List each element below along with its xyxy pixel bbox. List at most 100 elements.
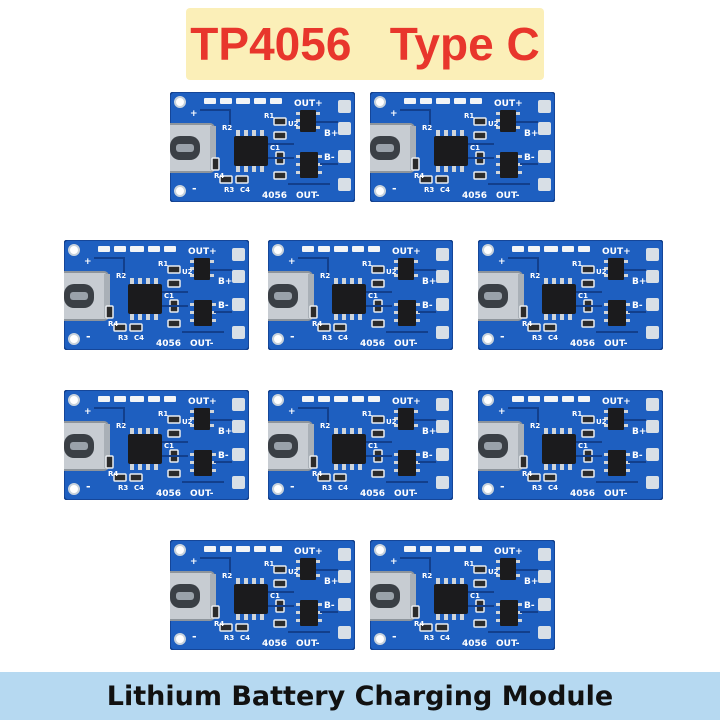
footer-banner: Lithium Battery Charging Module xyxy=(0,672,720,720)
silkscreen-r2: R2 xyxy=(422,124,432,132)
silkscreen-out-plus: OUT+ xyxy=(602,397,631,407)
silkscreen-minus: - xyxy=(392,182,397,195)
silkscreen-r4: R4 xyxy=(312,320,322,328)
silkscreen-minus: - xyxy=(86,480,91,493)
silkscreen-r3: R3 xyxy=(224,186,234,194)
silkscreen-minus: - xyxy=(290,480,295,493)
silkscreen-b-plus: B+ xyxy=(324,129,338,139)
silkscreen-c1: C1 xyxy=(470,592,480,600)
module-board-3: OUT+ B+ B- OUT- 4056 R3 C4 R4 R2 R1 U2 C… xyxy=(64,240,249,350)
silkscreen-c1: C1 xyxy=(368,292,378,300)
silkscreen-r4: R4 xyxy=(108,320,118,328)
silkscreen-c1: C1 xyxy=(270,144,280,152)
silkscreen-b-minus: B- xyxy=(218,301,229,311)
silkscreen-out-plus: OUT+ xyxy=(392,397,421,407)
module-board-6: OUT+ B+ B- OUT- 4056 R3 C4 R4 R2 R1 U2 C… xyxy=(64,390,249,500)
silkscreen-out-minus: OUT- xyxy=(394,339,418,349)
silkscreen-r4: R4 xyxy=(414,620,424,628)
silkscreen-chip: 4056 xyxy=(262,191,287,201)
silkscreen-u2: U2 xyxy=(386,268,397,276)
silkscreen-r1: R1 xyxy=(264,112,274,120)
silkscreen-r1: R1 xyxy=(572,260,582,268)
silkscreen-r3: R3 xyxy=(532,334,542,342)
silkscreen-r4: R4 xyxy=(312,470,322,478)
silkscreen-c4: C4 xyxy=(548,334,558,342)
silkscreen-r4: R4 xyxy=(214,172,224,180)
silkscreen-r1: R1 xyxy=(362,410,372,418)
silkscreen-u2: U2 xyxy=(488,568,499,576)
silkscreen-u2: U2 xyxy=(596,418,607,426)
silkscreen-b-plus: B+ xyxy=(632,277,646,287)
silkscreen-r1: R1 xyxy=(264,560,274,568)
silkscreen-r2: R2 xyxy=(222,572,232,580)
silkscreen-r3: R3 xyxy=(322,334,332,342)
silkscreen-minus: - xyxy=(290,330,295,343)
silkscreen-r1: R1 xyxy=(464,112,474,120)
silkscreen-c1: C1 xyxy=(270,592,280,600)
silkscreen-out-minus: OUT- xyxy=(296,191,320,201)
silkscreen-c4: C4 xyxy=(134,484,144,492)
module-board-1: OUT+ B+ B- OUT- 4056 R3 C4 R4 R2 R1 U2 C… xyxy=(170,92,355,202)
silkscreen-c1: C1 xyxy=(470,144,480,152)
silkscreen-b-minus: B- xyxy=(632,451,643,461)
silkscreen-c1: C1 xyxy=(578,442,588,450)
silkscreen-r4: R4 xyxy=(108,470,118,478)
silkscreen-plus: + xyxy=(190,557,198,567)
silkscreen-b-minus: B- xyxy=(422,451,433,461)
silkscreen-b-minus: B- xyxy=(524,601,535,611)
silkscreen-chip: 4056 xyxy=(462,639,487,649)
silkscreen-c1: C1 xyxy=(368,442,378,450)
silkscreen-r2: R2 xyxy=(530,272,540,280)
silkscreen-b-plus: B+ xyxy=(422,427,436,437)
silkscreen-b-plus: B+ xyxy=(218,277,232,287)
silkscreen-plus: + xyxy=(390,109,398,119)
title-banner: TP4056 Type C xyxy=(186,8,544,80)
silkscreen-plus: + xyxy=(288,257,296,267)
silkscreen-r1: R1 xyxy=(158,260,168,268)
silkscreen-c4: C4 xyxy=(338,334,348,342)
silkscreen-chip: 4056 xyxy=(360,339,385,349)
silkscreen-r2: R2 xyxy=(320,272,330,280)
silkscreen-minus: - xyxy=(192,630,197,643)
silkscreen-chip: 4056 xyxy=(570,339,595,349)
silkscreen-c4: C4 xyxy=(548,484,558,492)
silkscreen-out-minus: OUT- xyxy=(190,339,214,349)
silkscreen-u2: U2 xyxy=(386,418,397,426)
silkscreen-b-plus: B+ xyxy=(422,277,436,287)
silkscreen-chip: 4056 xyxy=(156,339,181,349)
silkscreen-u2: U2 xyxy=(596,268,607,276)
silkscreen-minus: - xyxy=(500,330,505,343)
silkscreen-minus: - xyxy=(192,182,197,195)
silkscreen-u2: U2 xyxy=(288,568,299,576)
silkscreen-r1: R1 xyxy=(572,410,582,418)
silkscreen-b-minus: B- xyxy=(422,301,433,311)
silkscreen-b-plus: B+ xyxy=(524,129,538,139)
silkscreen-out-plus: OUT+ xyxy=(392,247,421,257)
module-board-5: OUT+ B+ B- OUT- 4056 R3 C4 R4 R2 R1 U2 C… xyxy=(478,240,663,350)
silkscreen-plus: + xyxy=(190,109,198,119)
silkscreen-out-minus: OUT- xyxy=(190,489,214,499)
module-board-10: OUT+ B+ B- OUT- 4056 R3 C4 R4 R2 R1 U2 C… xyxy=(370,540,555,650)
silkscreen-out-minus: OUT- xyxy=(296,639,320,649)
silkscreen-b-plus: B+ xyxy=(632,427,646,437)
silkscreen-r3: R3 xyxy=(424,186,434,194)
silkscreen-out-minus: OUT- xyxy=(604,339,628,349)
silkscreen-out-plus: OUT+ xyxy=(188,247,217,257)
silkscreen-b-minus: B- xyxy=(324,601,335,611)
silkscreen-c4: C4 xyxy=(338,484,348,492)
silkscreen-u2: U2 xyxy=(288,120,299,128)
silkscreen-r3: R3 xyxy=(424,634,434,642)
silkscreen-r1: R1 xyxy=(362,260,372,268)
silkscreen-out-plus: OUT+ xyxy=(494,99,523,109)
silkscreen-u2: U2 xyxy=(182,418,193,426)
silkscreen-out-minus: OUT- xyxy=(394,489,418,499)
silkscreen-c4: C4 xyxy=(240,634,250,642)
silkscreen-b-minus: B- xyxy=(218,451,229,461)
footer-caption: Lithium Battery Charging Module xyxy=(106,680,614,712)
silkscreen-c1: C1 xyxy=(164,292,174,300)
silkscreen-plus: + xyxy=(498,257,506,267)
silkscreen-out-minus: OUT- xyxy=(496,639,520,649)
silkscreen-r4: R4 xyxy=(522,320,532,328)
silkscreen-b-plus: B+ xyxy=(524,577,538,587)
silkscreen-out-plus: OUT+ xyxy=(494,547,523,557)
